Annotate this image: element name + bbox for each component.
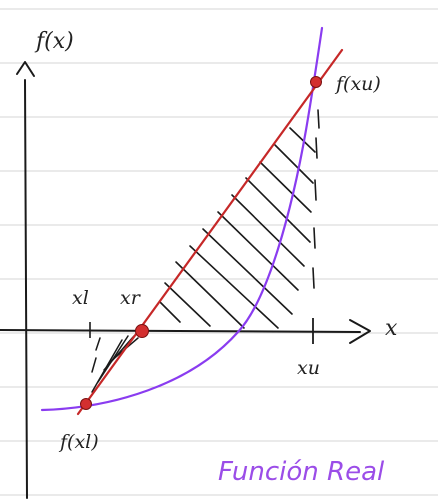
x-axis-label: x <box>385 316 398 341</box>
xu-label: xu <box>297 357 320 379</box>
hatch-region-left <box>91 335 139 393</box>
y-axis-arrow-icon <box>16 61 35 77</box>
axes <box>0 61 371 499</box>
xr-label: xr <box>120 287 142 309</box>
x-axis <box>0 329 361 333</box>
secant-line <box>76 48 344 416</box>
title-label: Función Real <box>218 457 385 487</box>
function-curve <box>40 26 324 412</box>
y-axis <box>24 79 28 499</box>
y-axis-label: f(x) <box>34 29 74 54</box>
hatch-region-right <box>159 109 320 329</box>
f-xl-label: f(xl) <box>58 431 99 453</box>
f-xu-label: f(xu) <box>334 73 381 95</box>
point-f-xl <box>80 398 92 410</box>
point-xr <box>135 324 149 338</box>
xl-label: xl <box>72 287 89 309</box>
point-f-xu <box>310 76 322 88</box>
ruled-lines <box>0 8 438 496</box>
x-axis-arrow-icon <box>349 319 371 344</box>
